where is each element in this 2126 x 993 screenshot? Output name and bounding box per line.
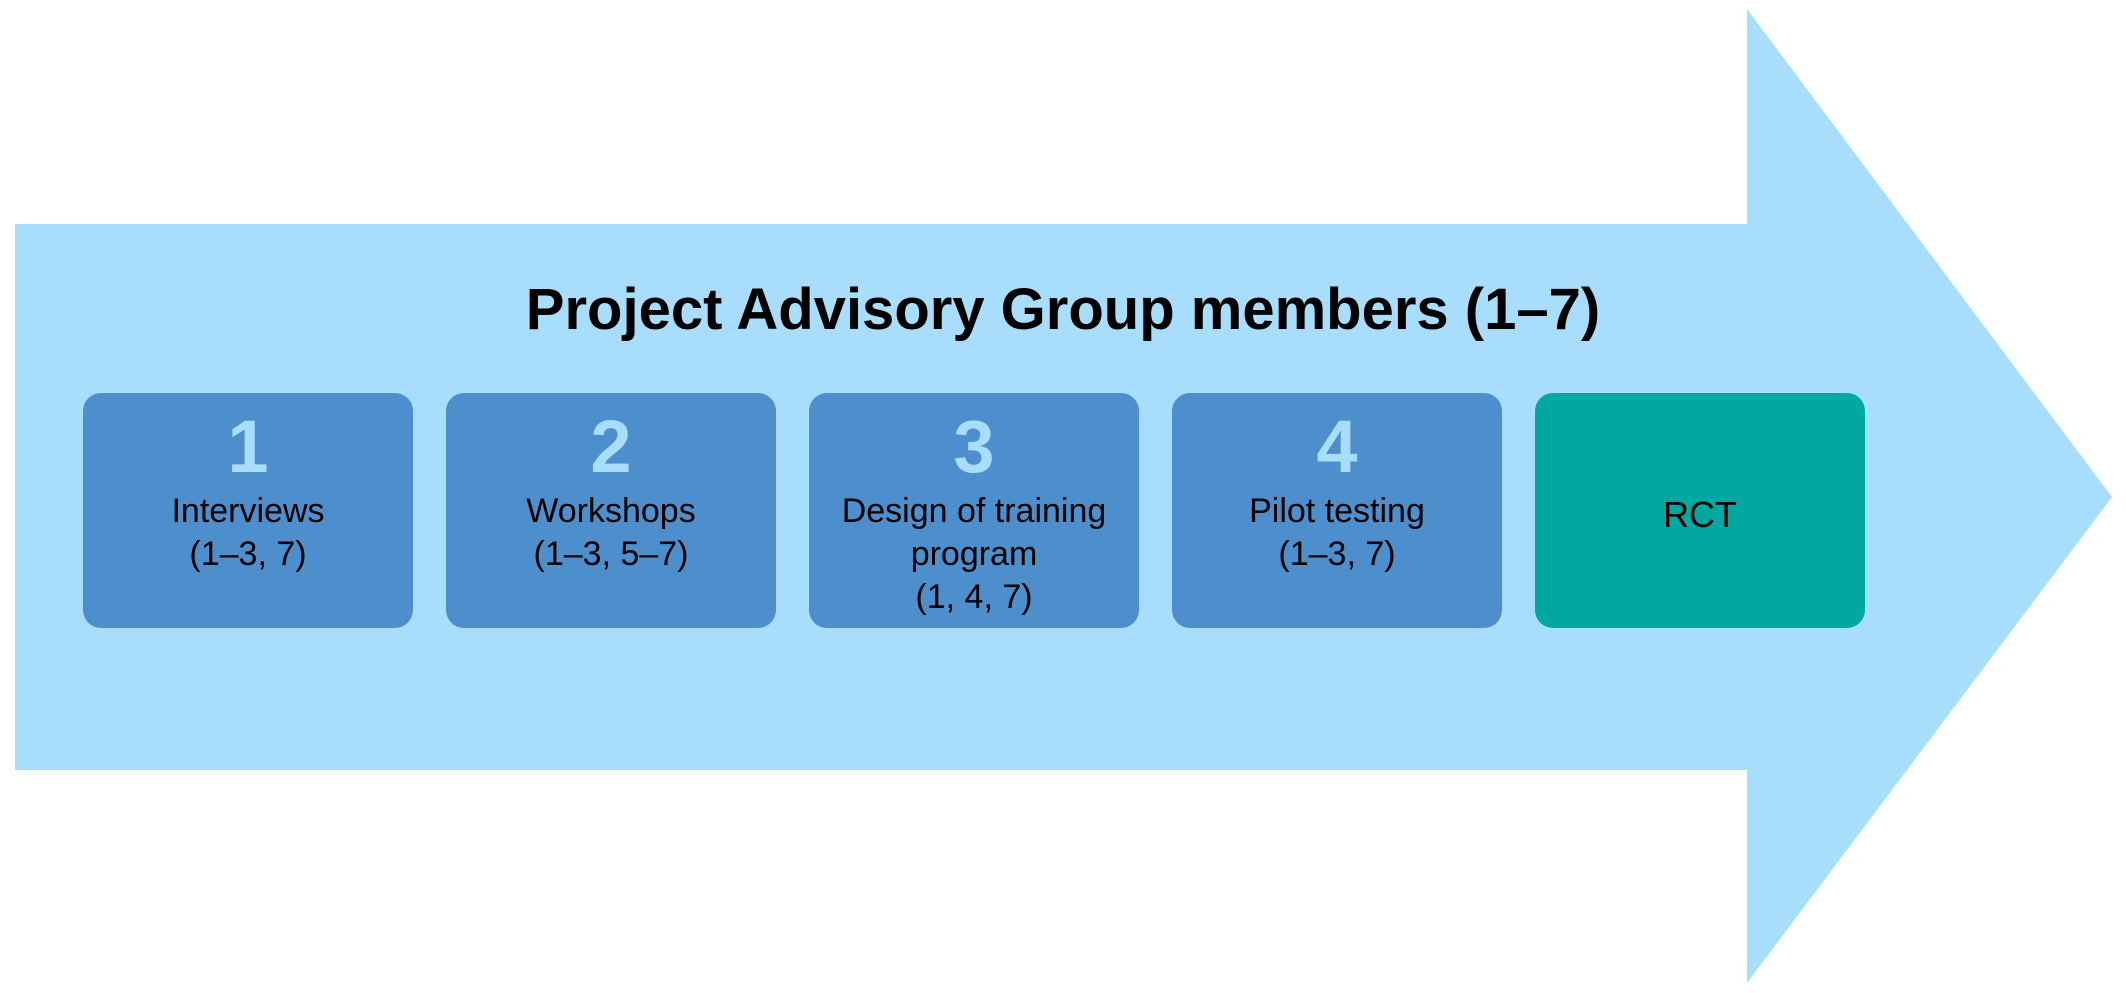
step-box-3: 3 Design of training program (1, 4, 7) (809, 393, 1139, 628)
step-box-4: 4 Pilot testing (1–3, 7) (1172, 393, 1502, 628)
step-box-2: 2 Workshops (1–3, 5–7) (446, 393, 776, 628)
step-members: (1–3, 7) (189, 535, 307, 573)
step-number: 4 (1316, 405, 1358, 488)
step-label: Workshops (526, 492, 696, 530)
step-label: Interviews (171, 492, 325, 530)
step-number: 2 (590, 405, 632, 488)
step-members: (1, 4, 7) (915, 578, 1033, 616)
step-box-1: 1 Interviews (1–3, 7) (83, 393, 413, 628)
step-number: 3 (953, 405, 995, 488)
step-number: 1 (227, 405, 269, 488)
step-members: (1–3, 7) (1278, 535, 1396, 573)
step-label: Design of training program (841, 492, 1107, 573)
diagram-title: Project Advisory Group members (1–7) (525, 277, 1601, 342)
step-members: (1–3, 5–7) (533, 535, 689, 573)
step-box-rct: RCT (1535, 393, 1865, 628)
step-label: Pilot testing (1249, 492, 1425, 530)
final-step-label: RCT (1663, 494, 1737, 535)
